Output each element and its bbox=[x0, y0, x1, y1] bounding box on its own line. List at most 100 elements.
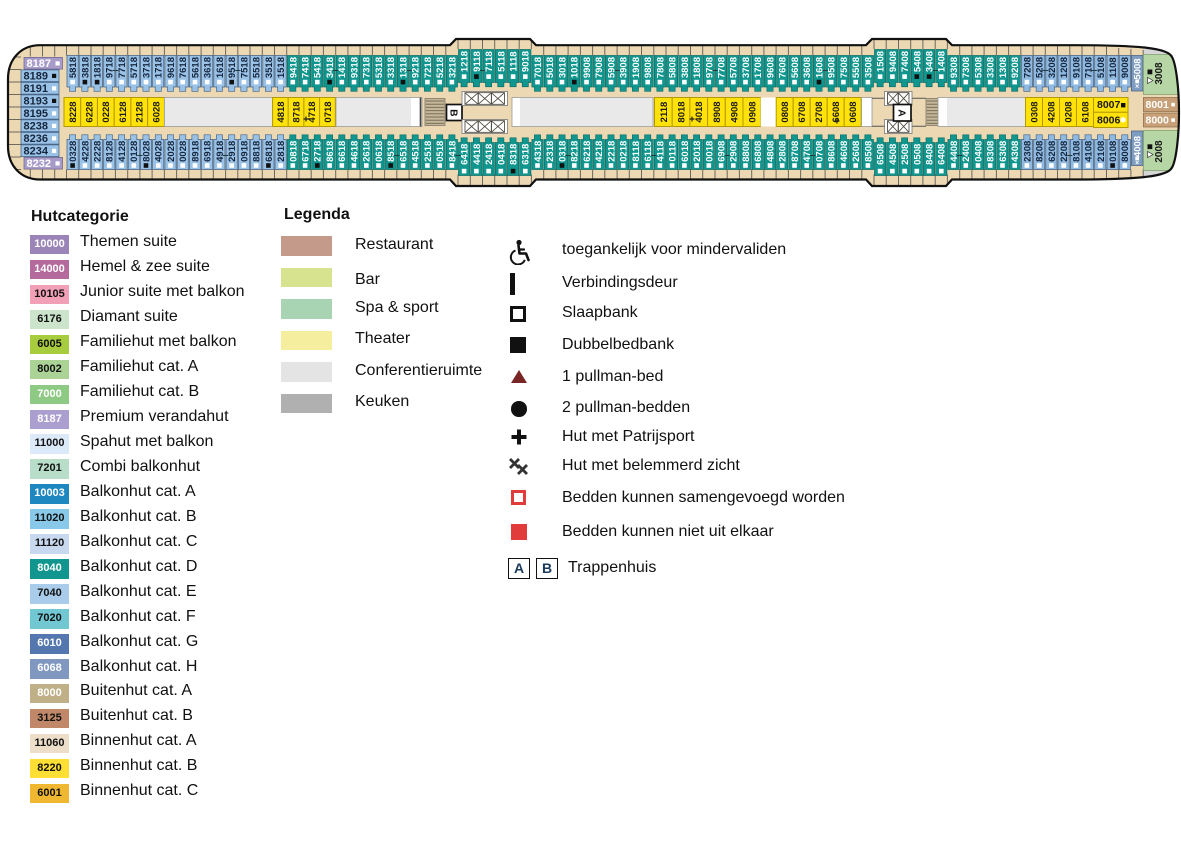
svg-text:2318: 2318 bbox=[545, 141, 556, 162]
svg-text:5608: 5608 bbox=[790, 57, 801, 78]
svg-text:0608: 0608 bbox=[848, 101, 859, 122]
svg-text:3508: 3508 bbox=[863, 57, 874, 78]
svg-text:4708: 4708 bbox=[802, 141, 813, 162]
svg-text:5708: 5708 bbox=[729, 57, 740, 78]
svg-text:3018: 3018 bbox=[557, 57, 568, 78]
svg-text:9308: 9308 bbox=[949, 57, 960, 78]
svg-text:8236: 8236 bbox=[24, 133, 48, 145]
svg-text:9208: 9208 bbox=[1010, 57, 1021, 78]
svg-text:1318: 1318 bbox=[398, 57, 409, 78]
svg-text:4218: 4218 bbox=[594, 141, 605, 162]
svg-text:1908: 1908 bbox=[631, 57, 642, 78]
svg-text:0208: 0208 bbox=[1063, 101, 1074, 122]
svg-text:6818: 6818 bbox=[264, 141, 275, 162]
svg-text:8118: 8118 bbox=[631, 141, 642, 162]
svg-text:3818: 3818 bbox=[80, 57, 91, 78]
svg-text:2028: 2028 bbox=[166, 141, 177, 162]
svg-text:2618: 2618 bbox=[362, 141, 373, 162]
svg-text:8193: 8193 bbox=[24, 96, 48, 108]
svg-text:0218: 0218 bbox=[619, 141, 630, 162]
svg-text:5008: 5008 bbox=[1133, 58, 1144, 79]
svg-text:2508: 2508 bbox=[900, 144, 911, 165]
svg-text:2418: 2418 bbox=[484, 144, 495, 165]
svg-text:2118: 2118 bbox=[659, 102, 670, 123]
svg-text:5718: 5718 bbox=[129, 57, 140, 78]
svg-text:8128: 8128 bbox=[105, 141, 116, 162]
svg-text:7118: 7118 bbox=[484, 51, 495, 72]
svg-text:5218: 5218 bbox=[435, 57, 446, 78]
svg-text:8189: 8189 bbox=[24, 71, 48, 83]
svg-text:8518: 8518 bbox=[386, 141, 397, 162]
svg-text:9618: 9618 bbox=[166, 57, 177, 78]
svg-text:6108: 6108 bbox=[1080, 101, 1091, 122]
svg-text:3808: 3808 bbox=[680, 57, 691, 78]
svg-text:1108: 1108 bbox=[1108, 57, 1119, 78]
svg-text:1518: 1518 bbox=[276, 57, 287, 78]
svg-text:9908: 9908 bbox=[582, 57, 593, 78]
svg-text:×: × bbox=[1135, 160, 1139, 167]
svg-text:9108: 9108 bbox=[1071, 57, 1082, 78]
svg-text:6408: 6408 bbox=[937, 144, 948, 165]
svg-text:0128: 0128 bbox=[129, 141, 140, 162]
svg-text:6308: 6308 bbox=[998, 141, 1009, 162]
svg-text:3708: 3708 bbox=[741, 57, 752, 78]
svg-text:0518: 0518 bbox=[435, 141, 446, 162]
svg-text:3608: 3608 bbox=[802, 57, 813, 78]
svg-text:6418: 6418 bbox=[460, 144, 471, 165]
svg-text:0618: 0618 bbox=[374, 141, 385, 162]
svg-text:0108: 0108 bbox=[1108, 141, 1119, 162]
svg-text:4808: 4808 bbox=[765, 141, 776, 162]
svg-text:1718: 1718 bbox=[154, 57, 165, 78]
svg-text:9118: 9118 bbox=[472, 51, 483, 72]
svg-text:5118: 5118 bbox=[496, 51, 507, 72]
svg-text:8618: 8618 bbox=[325, 141, 336, 162]
svg-text:7408: 7408 bbox=[900, 51, 911, 72]
svg-text:4118: 4118 bbox=[655, 141, 666, 162]
svg-text:2008: 2008 bbox=[1154, 140, 1165, 163]
svg-text:9518: 9518 bbox=[227, 57, 238, 78]
svg-text:1818: 1818 bbox=[93, 57, 104, 78]
svg-text:8408: 8408 bbox=[925, 144, 936, 165]
svg-text:0708: 0708 bbox=[814, 141, 825, 162]
svg-text:6218: 6218 bbox=[582, 141, 593, 162]
svg-text:4028: 4028 bbox=[154, 141, 165, 162]
svg-text:8208: 8208 bbox=[1035, 141, 1046, 162]
svg-text:6018: 6018 bbox=[680, 141, 691, 162]
svg-text:9218: 9218 bbox=[411, 57, 422, 78]
svg-text:8018: 8018 bbox=[677, 101, 688, 122]
svg-text:0908: 0908 bbox=[747, 101, 758, 122]
svg-text:7418: 7418 bbox=[301, 57, 312, 78]
svg-text:2818: 2818 bbox=[276, 141, 287, 162]
svg-text:8028: 8028 bbox=[141, 141, 152, 162]
svg-text:6318: 6318 bbox=[521, 144, 532, 165]
svg-text:2208: 2208 bbox=[1059, 141, 1070, 162]
svg-text:4408: 4408 bbox=[949, 141, 960, 162]
svg-text:2018: 2018 bbox=[692, 141, 703, 162]
svg-text:6208: 6208 bbox=[1047, 141, 1058, 162]
svg-text:1618: 1618 bbox=[215, 57, 226, 78]
svg-text:1118: 1118 bbox=[509, 51, 520, 71]
svg-text:3518: 3518 bbox=[264, 57, 275, 78]
svg-text:2128: 2128 bbox=[135, 101, 146, 122]
svg-text:8918: 8918 bbox=[190, 141, 201, 162]
svg-text:4518: 4518 bbox=[411, 141, 422, 162]
svg-text:×: × bbox=[1135, 84, 1139, 91]
svg-text:5418: 5418 bbox=[313, 57, 324, 78]
svg-text:6708: 6708 bbox=[797, 101, 808, 122]
svg-text:7908: 7908 bbox=[594, 57, 605, 78]
svg-text:B: B bbox=[448, 109, 459, 116]
svg-text:4618: 4618 bbox=[349, 141, 360, 162]
svg-text:0818: 0818 bbox=[288, 141, 299, 162]
svg-text:5308: 5308 bbox=[973, 57, 984, 78]
svg-text:9718: 9718 bbox=[105, 57, 116, 78]
svg-text:5108: 5108 bbox=[1096, 57, 1107, 78]
svg-text:5208: 5208 bbox=[1035, 57, 1046, 78]
svg-text:1218: 1218 bbox=[460, 51, 471, 72]
svg-text:4608: 4608 bbox=[839, 141, 850, 162]
svg-text:7318: 7318 bbox=[362, 57, 373, 78]
svg-text:3418: 3418 bbox=[325, 57, 336, 78]
svg-text:1208: 1208 bbox=[1059, 57, 1070, 78]
svg-text:5808: 5808 bbox=[668, 57, 679, 78]
svg-text:4818: 4818 bbox=[276, 101, 287, 122]
svg-text:6908: 6908 bbox=[717, 141, 728, 162]
